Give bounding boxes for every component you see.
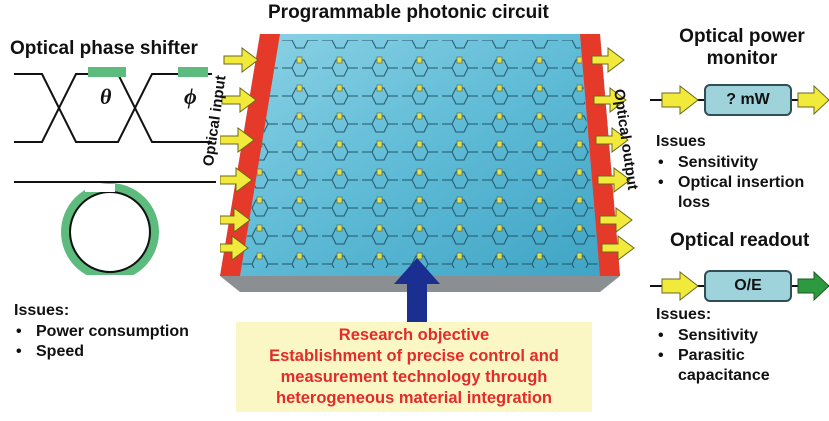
objective-heading: Research objective	[338, 326, 490, 344]
monitor-output-arrow	[797, 84, 829, 116]
issue-insertion-loss-line1: Optical insertion	[678, 174, 805, 191]
circuit-title: Programmable photonic circuit	[268, 2, 549, 23]
phi-symbol: ϕ	[184, 84, 197, 109]
mzi-waveguides	[14, 73, 212, 143]
monitor-title-line1: Optical power	[679, 26, 805, 47]
phase-shifter-issues-label: Issues:	[14, 302, 70, 319]
phase-heater-phi	[178, 67, 208, 77]
oe-converter-box: O/E	[704, 270, 792, 302]
readout-issues: Sensitivity Parasitic capacitance	[656, 326, 770, 386]
objective-line-3: measurement technology through	[280, 368, 548, 386]
objective-line-4: heterogeneous material integration	[276, 389, 552, 407]
readout-input-arrow	[661, 270, 699, 302]
readout-output-arrow	[797, 270, 829, 302]
monitor-issues-label: Issues	[656, 133, 706, 150]
ring-heater	[61, 183, 159, 275]
issue-insertion-loss: Optical insertion loss	[656, 173, 804, 213]
monitor-input-arrow	[661, 84, 699, 116]
readout-signal-path	[650, 270, 829, 302]
issue-monitor-sensitivity: Sensitivity	[656, 153, 804, 173]
theta-symbol: θ	[100, 84, 112, 109]
input-arrows	[220, 47, 259, 260]
phase-shifter-diagram: θ ϕ	[14, 67, 216, 275]
issue-parasitic-line1: Parasitic	[678, 347, 745, 364]
issue-readout-sensitivity: Sensitivity	[656, 326, 770, 346]
ring-resonator	[69, 191, 151, 273]
phase-shifter-title: Optical phase shifter	[10, 38, 198, 59]
objective-line-2: Establishment of precise control and	[269, 347, 559, 365]
phase-shifter-issues: Power consumption Speed	[14, 322, 189, 362]
ring-gap	[85, 184, 115, 192]
issue-speed: Speed	[14, 342, 189, 362]
output-arrows	[591, 47, 635, 260]
readout-title: Optical readout	[670, 230, 810, 251]
research-objective-box: Research objective Establishment of prec…	[236, 322, 592, 412]
objective-arrow	[394, 258, 440, 324]
monitor-title-line2: monitor	[706, 48, 778, 69]
issue-parasitic-line2: capacitance	[678, 367, 770, 384]
issue-insertion-loss-line2: loss	[678, 194, 711, 211]
issue-power-consumption: Power consumption	[14, 322, 189, 342]
power-monitor-box: ? mW	[704, 84, 792, 116]
chip-circuit-mesh	[242, 40, 598, 268]
monitor-issues: Sensitivity Optical insertion loss	[656, 153, 804, 213]
monitor-title: Optical power monitor	[672, 26, 812, 70]
phase-heater-theta	[88, 67, 126, 77]
readout-issues-label: Issues:	[656, 306, 712, 323]
photonic-chip	[220, 34, 620, 292]
issue-parasitic-capacitance: Parasitic capacitance	[656, 346, 770, 386]
